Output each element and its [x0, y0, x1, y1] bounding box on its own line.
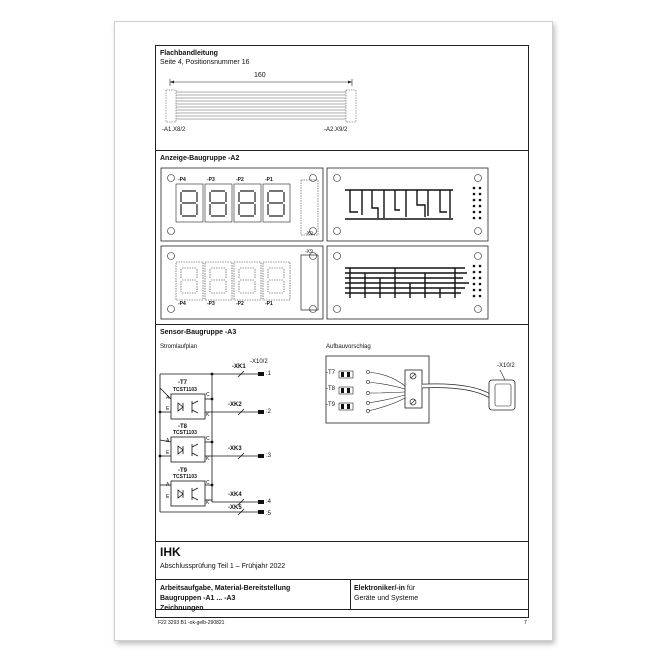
task-drawings: Zeichnungen [160, 605, 204, 612]
terminal-pin: :1 [266, 371, 272, 377]
section-divider [156, 541, 528, 542]
section-title-sensor: Sensor-Baugruppe -A3 [160, 329, 237, 336]
document-page [114, 21, 553, 641]
section-title-anzeige: Anzeige-Baugruppe -A2 [160, 155, 240, 162]
sensor-type: TCST1103 [173, 387, 197, 393]
title-block-divider [350, 579, 351, 609]
pin-letter: A [166, 438, 170, 444]
sensor-type: TCST1103 [173, 474, 197, 480]
pin-letter: K [206, 412, 210, 418]
connector-label: -X9 [305, 249, 313, 255]
pin-letter: E [166, 494, 170, 500]
pin-letter: A [166, 482, 170, 488]
page-number: 7 [524, 620, 527, 626]
terminal-label: -XK3 [228, 446, 242, 452]
pin-letter: C [206, 392, 210, 398]
pin-letter: C [206, 480, 210, 486]
section-divider [156, 609, 528, 610]
digit-label: -P3 [207, 301, 215, 307]
digit-label: -P3 [207, 177, 215, 183]
section-subtitle: Seite 4, Positionsnummer 16 [160, 59, 250, 66]
digit-label: -P1 [265, 301, 273, 307]
pin-letter: E [166, 406, 170, 412]
section-title-flachbandleitung: Flachbandleitung [160, 50, 218, 57]
terminal-pin: :5 [266, 511, 272, 517]
profession-suffix: für [404, 585, 416, 592]
layout-heading: Aufbauvorschlag [326, 344, 371, 350]
profession-label: Elektroniker/-in für [354, 585, 415, 592]
digit-label: -P2 [236, 177, 244, 183]
pin-letter: K [206, 456, 210, 462]
sensor-label: -T9 [178, 468, 187, 474]
connector-label: -X10/2 [250, 359, 268, 365]
layout-connector-label: -X10/2 [497, 363, 515, 369]
terminal-label: -XK2 [228, 402, 242, 408]
profession-bold: Elektroniker/-in [354, 585, 405, 592]
terminal-label: -XK1 [232, 364, 246, 370]
task-subtitle: Baugruppen -A1 ... -A3 [160, 595, 236, 602]
digit-label: -P4 [178, 177, 186, 183]
dimension-label: 160 [254, 72, 266, 79]
drawing-frame [155, 45, 529, 618]
schematic-heading: Stromlaufplan [160, 344, 198, 350]
terminal-pin: :3 [266, 453, 272, 459]
document-code: F22 3293 B1 -ok-gelb-290821 [158, 620, 225, 626]
terminal-label: -XK5 [228, 505, 242, 511]
terminal-label: -XK4 [228, 492, 242, 498]
pin-letter: A [166, 395, 170, 401]
section-divider [156, 324, 528, 325]
digit-label: -P1 [265, 177, 273, 183]
sensor-label: -T7 [178, 380, 187, 386]
layout-sensor-label: -T9 [326, 402, 335, 408]
digit-label: -P2 [236, 301, 244, 307]
profession-line2: Geräte und Systeme [354, 595, 419, 602]
sensor-type: TCST1103 [173, 430, 197, 436]
digit-label: -P4 [178, 301, 186, 307]
layout-sensor-label: -T7 [326, 370, 335, 376]
task-title: Arbeitsaufgabe, Material-Bereitstellung [160, 585, 291, 592]
section-divider [156, 150, 528, 151]
cable-left-label: -A1.X8/2 [162, 127, 186, 133]
pin-letter: C [206, 436, 210, 442]
layout-sensor-label: -T8 [326, 386, 335, 392]
section-divider [156, 579, 528, 580]
exam-title: Abschlussprüfung Teil 1 – Frühjahr 2022 [160, 563, 286, 570]
pin-letter: K [206, 500, 210, 506]
pin-letter: E [166, 450, 170, 456]
terminal-pin: :4 [266, 499, 272, 505]
sensor-label: -T8 [178, 424, 187, 430]
connector-label: -X9 [305, 231, 313, 237]
cable-right-label: -A2.X9/2 [324, 127, 348, 133]
terminal-pin: :2 [266, 409, 272, 415]
org-logo-text: IHK [160, 545, 181, 559]
